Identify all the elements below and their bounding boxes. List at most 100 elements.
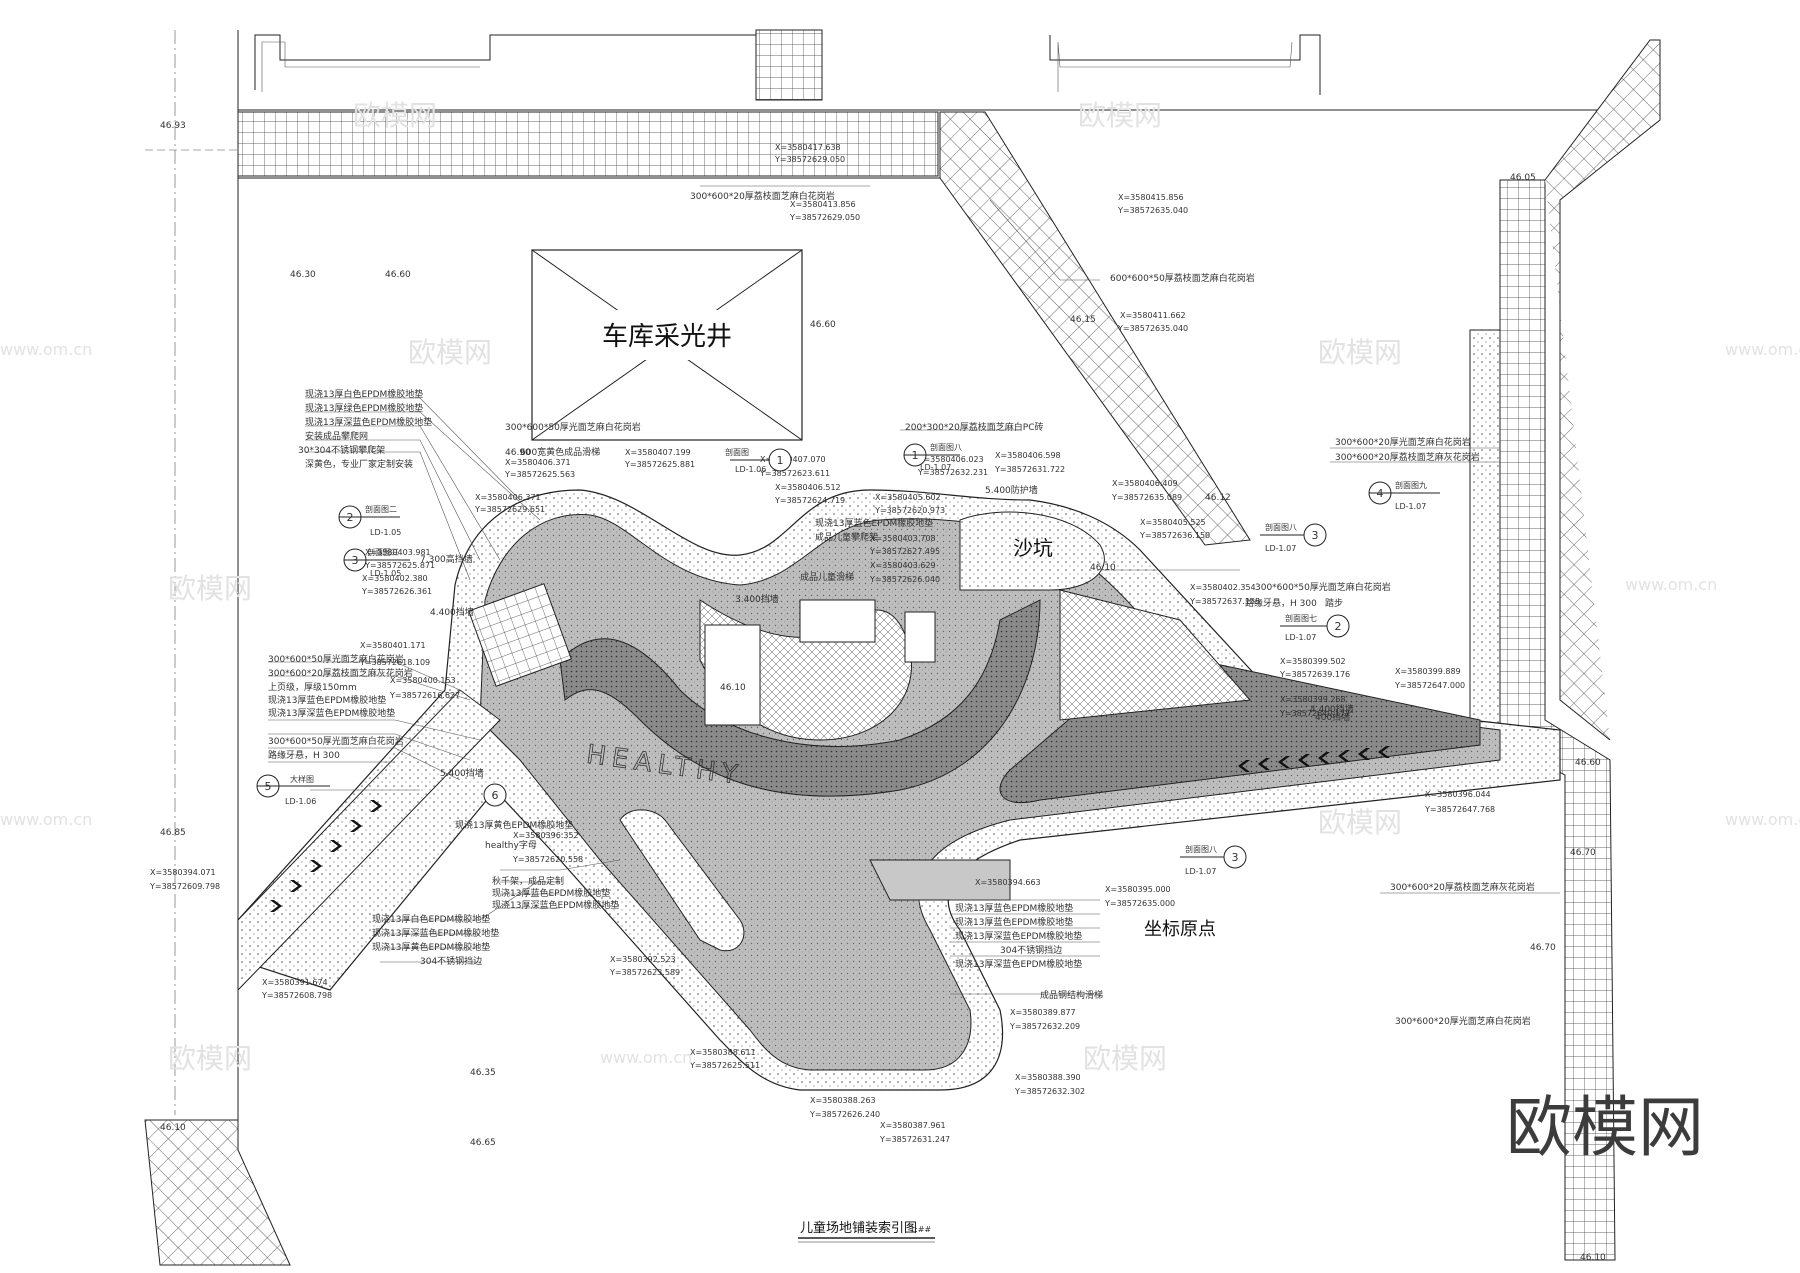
coord: X=3580415.856 <box>1118 193 1184 202</box>
svg-text:4: 4 <box>1377 487 1384 500</box>
note: 成品钢结构滑梯 <box>1040 989 1103 1001</box>
coord: X=3580392.523 <box>610 955 676 964</box>
svg-text:剖面图: 剖面图 <box>725 447 749 457</box>
coord: Y=38572647.768 <box>1424 805 1495 814</box>
walkway-southwest <box>237 689 501 992</box>
elevation-label: 46.70 <box>1570 848 1596 858</box>
coord: X=3580407.199 <box>625 448 691 457</box>
coord: X=3580406.512 <box>775 483 841 492</box>
elevation-label: 46.35 <box>470 1068 496 1078</box>
coord: X=3580403.981 <box>365 548 431 557</box>
leader-lines <box>268 185 1560 995</box>
watermark-brand: 欧模网 <box>168 572 252 605</box>
title-scale: 1:## <box>910 1225 931 1234</box>
bottom-left-corner <box>144 1119 291 1266</box>
note: 304不锈钢挡边 <box>420 955 482 967</box>
coord: X=3580403.708 <box>870 534 936 543</box>
note: 4.400挡墙 <box>1310 703 1354 715</box>
svg-text:5: 5 <box>265 780 272 793</box>
callout-marker: 6 <box>483 783 507 807</box>
coord: X=3580403.629 <box>870 561 936 570</box>
note: 现浇13厚白色EPDM橡胶地垫 <box>372 913 490 925</box>
note: 300*600*50厚光面芝麻白花岗岩 <box>1255 581 1391 593</box>
elevation-label: 46.30 <box>290 270 316 280</box>
coord: X=3580406.409 <box>1112 479 1178 488</box>
coord: X=3580406.023 <box>918 455 984 464</box>
coord: Y=38572647.000 <box>1394 681 1465 690</box>
svg-text:LD-1.06: LD-1.06 <box>735 465 766 474</box>
right-paving-outer <box>1544 39 1661 741</box>
svg-text:6: 6 <box>492 789 499 802</box>
elevation-label: 46.93 <box>160 121 186 131</box>
coord: Y=38572626.361 <box>361 587 432 596</box>
elevation-label: 46.10 <box>1090 563 1116 573</box>
note: 现浇13厚黄色EPDM橡胶地垫 <box>455 819 573 831</box>
coord: X=3580401.171 <box>360 641 426 650</box>
callout-marker: 3 剖面图三 LD-1.05 <box>343 547 410 578</box>
watermark-brand: 欧模网 <box>1078 99 1162 132</box>
note: 600*600*50厚荔枝面芝麻白花岗岩 <box>1110 272 1255 284</box>
coord: Y=38572629.651 <box>474 505 545 514</box>
coord: X=3580405.525 <box>1140 518 1206 527</box>
elevation-label: 46.12 <box>1205 493 1231 503</box>
elevation-label: 46.10 <box>1580 1253 1606 1263</box>
elevation-label: 46.60 <box>385 270 411 280</box>
note: 现浇13厚深蓝色EPDM橡胶地垫 <box>955 930 1082 942</box>
coord: Y=38572625.881 <box>624 460 695 469</box>
svg-text:LD-1.05: LD-1.05 <box>370 528 401 537</box>
coord: X=3580399.889 <box>1395 667 1461 676</box>
note: 现浇13厚深蓝色EPDM橡胶地垫 <box>305 416 432 428</box>
chevrons-east <box>1238 746 1390 772</box>
coord: Y=38572623.589 <box>609 968 680 977</box>
callout-marker: 3 剖面图八 LD-1.07 <box>1260 522 1327 553</box>
coord: X=3580407.070 <box>760 455 826 464</box>
coord: Y=38572629.050 <box>774 155 845 164</box>
watermark-url: www.om.cn <box>600 1048 692 1067</box>
playground-area: 沙坑 HEALTHY <box>237 489 1561 1091</box>
note: 300*600*20厚光面芝麻白花岗岩 <box>1395 1015 1531 1027</box>
coord: X=3580402.354 <box>1190 583 1256 592</box>
callout-marker: 3 剖面图八 LD-1.07 <box>1180 844 1247 876</box>
svg-text:大样图: 大样图 <box>290 774 314 784</box>
watermark-brand: 欧模网 <box>353 99 437 132</box>
coord: X=3580406.371 <box>505 458 571 467</box>
coord: X=3580388.390 <box>1015 1073 1081 1082</box>
coord: Y=38572620.973 <box>874 506 945 515</box>
note: 成品儿童攀爬架 <box>815 531 878 543</box>
coord: X=3580389.877 <box>1010 1008 1076 1017</box>
svg-text:LD-1.07: LD-1.07 <box>920 463 951 472</box>
callout-marker: 2 剖面图七 LD-1.07 <box>1280 613 1350 642</box>
coord: Y=38572632.302 <box>1014 1087 1085 1096</box>
callout-marker: 1 剖面图八 LD-1.07 <box>903 442 962 472</box>
note: 300*600*20厚荔枝面芝麻灰花岗岩 <box>1390 881 1535 893</box>
note: 4.400挡墙 <box>430 606 474 618</box>
coord: X=3580417.638 <box>775 143 841 152</box>
svg-text:LD-1.07: LD-1.07 <box>1395 502 1426 511</box>
note: 300*600*50厚光面芝麻白花岗岩 <box>268 653 404 665</box>
watermark-url: www.om.cn <box>0 810 92 829</box>
coord: Y=38572624.719 <box>774 496 845 505</box>
svg-text:剖面图八: 剖面图八 <box>930 442 962 452</box>
note: 现浇13厚蓝色EPDM橡胶地垫 <box>492 887 610 899</box>
watermark-logo: 欧模网 <box>1506 1089 1704 1166</box>
note: 300*600*20厚光面芝麻白花岗岩 <box>1335 436 1471 448</box>
elevation-label: 46.60 <box>810 320 836 330</box>
coord: Y=38572636.150 <box>1139 531 1210 540</box>
coord: X=3580396.352 <box>513 831 579 840</box>
svg-text:剖面图八: 剖面图八 <box>1265 522 1297 532</box>
note: 300*600*20厚荔枝面芝麻灰花岗岩 <box>268 667 413 679</box>
coord: Y=38572627.495 <box>869 547 940 556</box>
callout-marker: 4 剖面图九 LD-1.07 <box>1368 480 1440 511</box>
watermark-brand: 欧模网 <box>1318 336 1402 369</box>
coordinate-labels: X=3580417.638 Y=38572629.050 X=3580413.8… <box>149 143 1495 1144</box>
coord: X=3580399.268 <box>1280 695 1346 704</box>
coord: Y=38572639.176 <box>1279 670 1350 679</box>
coord: X=3580387.961 <box>880 1121 946 1130</box>
coord: X=3580395.000 <box>1105 885 1171 894</box>
svg-text:1: 1 <box>912 449 919 462</box>
sandpit-label: 沙坑 <box>1013 536 1053 560</box>
svg-text:LD-1.07: LD-1.07 <box>1285 633 1316 642</box>
svg-text:2: 2 <box>1335 620 1342 633</box>
svg-text:LD-1.07: LD-1.07 <box>1265 544 1296 553</box>
